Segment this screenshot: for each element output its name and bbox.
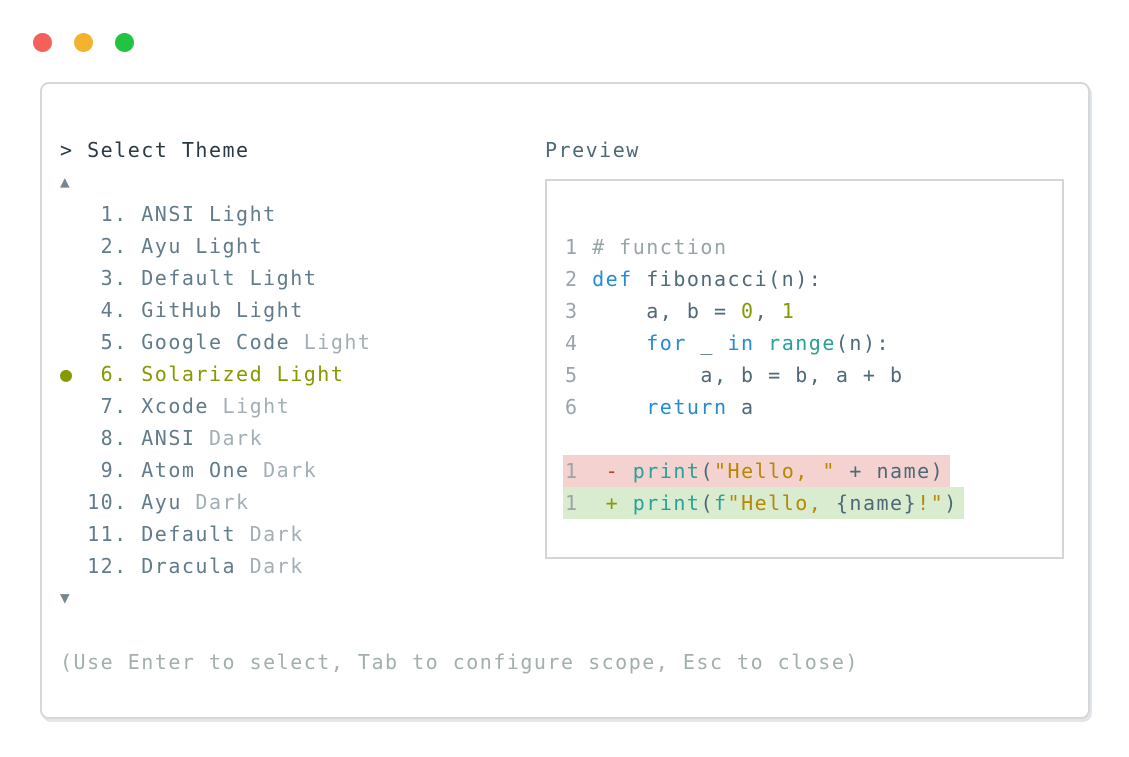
diff-added-line: 1 + print(f"Hello, {name}!") bbox=[563, 487, 1046, 519]
scroll-up-icon[interactable]: ▲ bbox=[60, 172, 72, 191]
selected-bullet-icon bbox=[60, 330, 87, 354]
close-button[interactable] bbox=[33, 33, 52, 52]
keyboard-hint: (Use Enter to select, Tab to configure s… bbox=[60, 650, 859, 674]
theme-picker-panel: > Select Theme ▲ 1. ANSI Light 2. Ayu Li… bbox=[40, 82, 1090, 719]
selected-bullet-icon bbox=[60, 394, 87, 418]
code-line-1: 1 # function bbox=[565, 235, 728, 259]
selected-bullet-icon bbox=[60, 298, 87, 322]
code-line-5: 5 a, b = b, a + b bbox=[565, 363, 904, 387]
theme-option-solarized-light-selected[interactable]: ● 6. Solarized Light bbox=[60, 362, 345, 386]
zoom-button[interactable] bbox=[115, 33, 134, 52]
minimize-button[interactable] bbox=[74, 33, 93, 52]
code-preview-box: 1 # function 2 def fibonacci(n): 3 a, b … bbox=[545, 179, 1064, 559]
preview-column: Preview 1 # function 2 def fibonacci(n):… bbox=[545, 134, 1064, 687]
code-line-4: 4 for _ in range(n): bbox=[565, 331, 891, 355]
code-line-2: 2 def fibonacci(n): bbox=[565, 267, 823, 291]
preview-title: Preview bbox=[545, 138, 640, 162]
theme-option-github-light[interactable]: 4. GitHub Light bbox=[60, 294, 545, 326]
theme-option-ayu-dark[interactable]: 10. Ayu Dark bbox=[60, 486, 545, 518]
theme-option-ansi-dark[interactable]: 8. ANSI Dark bbox=[60, 422, 545, 454]
theme-option-google-code-light[interactable]: 5. Google Code Light bbox=[60, 326, 545, 358]
theme-option-default-dark[interactable]: 11. Default Dark bbox=[60, 518, 545, 550]
theme-option-default-light[interactable]: 3. Default Light bbox=[60, 262, 545, 294]
theme-option-ansi-light[interactable]: 1. ANSI Light bbox=[60, 198, 545, 230]
selected-bullet-icon bbox=[60, 490, 87, 514]
diff-removed-line: 1 - print("Hello, " + name) bbox=[563, 455, 1046, 487]
selected-bullet-icon bbox=[60, 458, 87, 482]
theme-list-column: > Select Theme ▲ 1. ANSI Light 2. Ayu Li… bbox=[60, 134, 859, 687]
page-title: > Select Theme bbox=[60, 138, 250, 162]
scroll-down-icon[interactable]: ▼ bbox=[60, 588, 72, 607]
selected-bullet-icon bbox=[60, 522, 87, 546]
selected-bullet-icon bbox=[60, 426, 87, 450]
window-controls bbox=[33, 33, 134, 52]
theme-option-xcode-light[interactable]: 7. Xcode Light bbox=[60, 390, 545, 422]
code-line-6: 6 return a bbox=[565, 395, 755, 419]
selected-bullet-icon bbox=[60, 554, 87, 578]
theme-option-ayu-light[interactable]: 2. Ayu Light bbox=[60, 230, 545, 262]
theme-option-dracula-dark[interactable]: 12. Dracula Dark bbox=[60, 550, 545, 582]
selected-bullet-icon bbox=[60, 202, 87, 226]
code-line-3: 3 a, b = 0, 1 bbox=[565, 299, 796, 323]
selected-bullet-icon: ● bbox=[60, 362, 88, 386]
selected-bullet-icon bbox=[60, 266, 87, 290]
theme-option-atom-one-dark[interactable]: 9. Atom One Dark bbox=[60, 454, 545, 486]
selected-bullet-icon bbox=[60, 234, 87, 258]
